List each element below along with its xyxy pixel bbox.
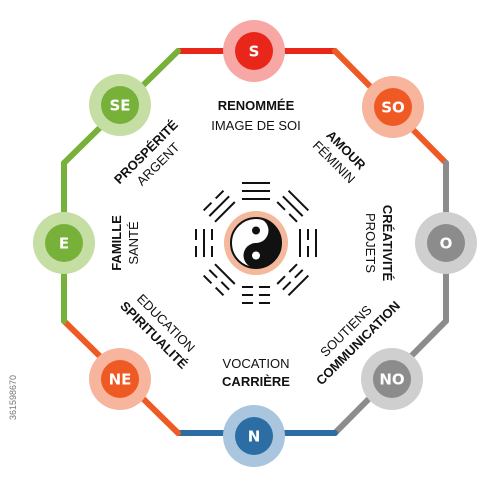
area-amour: AMOUR FÉMININ (310, 127, 369, 186)
node-n: N (223, 405, 285, 467)
area-carriere: VOCATION CARRIÈRE (222, 356, 290, 389)
node-o-core (427, 224, 465, 262)
area-famille-title: FAMILLE (109, 215, 124, 271)
trigram-5-line-2-part-0 (214, 286, 225, 297)
bagua-trigrams (195, 182, 317, 304)
node-s-label: S (249, 43, 260, 61)
node-e-label: E (59, 235, 69, 253)
trigram-3-line-0-part-0 (288, 263, 298, 273)
node-e: E (33, 212, 95, 274)
node-s: S (223, 20, 285, 82)
area-creativite-title: CRÉATIVITÉ (380, 205, 395, 282)
area-renommee-subtitle: IMAGE DE SOI (211, 118, 301, 133)
area-famille: FAMILLE SANTÉ (109, 215, 141, 271)
trigram-5-line-2-part-1 (202, 274, 213, 285)
trigram-3-line-1-part-0 (294, 269, 304, 279)
trigram-3-line-0-part-1 (276, 275, 286, 285)
area-creativite: CRÉATIVITÉ PROJETS (363, 205, 395, 282)
trigram-5-line-1-part-1 (208, 269, 218, 279)
trigram-7-line-2-part-1 (214, 189, 225, 200)
node-e-core (45, 224, 83, 262)
area-carriere-title: CARRIÈRE (222, 374, 290, 389)
node-so-label: SO (381, 99, 405, 117)
trigram-7-line-1 (208, 195, 230, 217)
node-ne-core (101, 360, 139, 398)
area-famille-subtitle: SANTÉ (126, 221, 141, 265)
node-so-core (374, 88, 412, 126)
trigram-1-line-0-part-1 (288, 213, 298, 223)
area-creativite-subtitle: PROJETS (363, 213, 378, 273)
node-o-label: O (440, 235, 453, 253)
area-carriere-subtitle: VOCATION (223, 356, 290, 371)
trigram-7-line-2-part-0 (202, 201, 213, 212)
area-renommee: RENOMMÉE IMAGE DE SOI (211, 98, 301, 133)
node-o: O (415, 212, 477, 274)
yang-dot (252, 251, 260, 260)
trigram-7-line-0 (214, 201, 236, 223)
node-se: SE (89, 74, 151, 136)
node-no: NO (361, 348, 423, 410)
node-ne: NE (89, 348, 151, 410)
trigram-1-line-0-part-0 (276, 201, 286, 211)
yin-yang-icon (224, 211, 288, 275)
node-se-label: SE (109, 97, 130, 115)
stock-id-text: 361598670 (8, 375, 18, 420)
trigram-5-line-0 (214, 263, 236, 285)
node-no-core (373, 360, 411, 398)
trigram-3-line-1-part-1 (282, 281, 292, 291)
node-s-core (235, 32, 273, 70)
node-no-label: NO (379, 371, 404, 389)
trigram-5-line-1-part-0 (220, 281, 230, 291)
area-renommee-title: RENOMMÉE (218, 98, 295, 113)
node-ne-label: NE (109, 371, 132, 389)
trigram-1-line-1 (282, 195, 304, 217)
node-n-label: N (248, 428, 261, 446)
node-n-core (235, 417, 273, 455)
node-so: SO (362, 76, 424, 138)
trigram-1-line-2 (287, 189, 310, 212)
yin-dot (252, 226, 260, 235)
node-se-core (101, 86, 139, 124)
trigram-3-line-2 (287, 274, 310, 297)
